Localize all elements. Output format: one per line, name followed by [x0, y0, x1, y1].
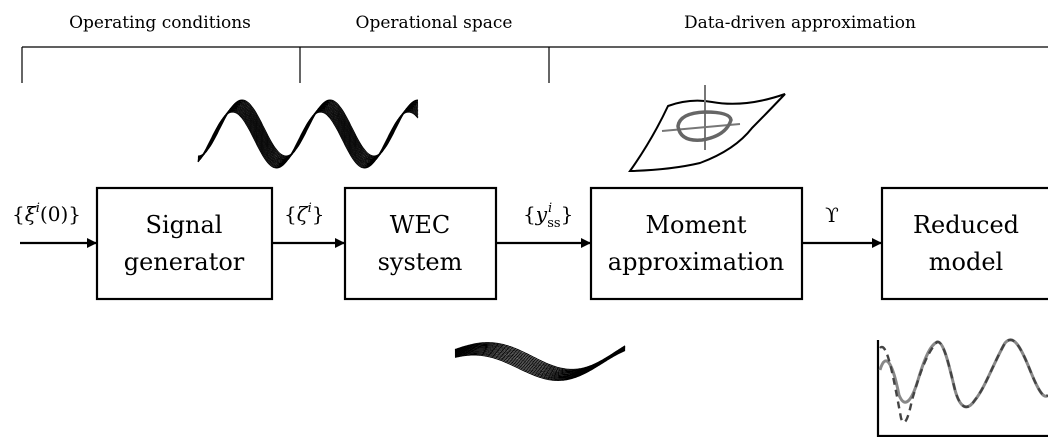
steady-state-output-wave-illustration [454, 342, 626, 382]
wec-system-label-line2: system [378, 248, 463, 276]
wave-line [197, 108, 419, 166]
wave-line [197, 107, 419, 165]
wave-line [197, 106, 419, 164]
signal-generator-label-line1: Signal [146, 211, 223, 239]
signal-family-wave-illustration [197, 99, 419, 169]
wec-system-block: WEC system [343, 186, 498, 301]
header-operating-conditions: Operating conditions [69, 13, 251, 33]
moment-approximation-label-line2: approximation [608, 248, 784, 276]
reduced-model-block: Reduced model [880, 186, 1048, 301]
wave-line [197, 110, 419, 168]
wave-line [197, 109, 419, 167]
wave-line [197, 105, 419, 163]
wec-system-label-line1: WEC [390, 211, 451, 239]
reduced-model-response-plot [876, 338, 1048, 437]
header-bracket [21, 46, 1048, 83]
wave-line [197, 111, 419, 169]
wave-line [197, 109, 419, 167]
moment-approximation-block: Moment approximation [589, 186, 804, 301]
signal-zeta-label: {ζi} [284, 201, 324, 226]
manifold-surface-illustration [628, 85, 786, 173]
wave-line [197, 104, 419, 162]
signal-upsilon-label: ϒ [825, 203, 839, 227]
moment-approximation-label-line1: Moment [645, 211, 746, 239]
wave-line [454, 350, 626, 382]
wave-line [197, 105, 419, 163]
signal-generator-block: Signal generator [95, 186, 274, 301]
reduced-model-label-line2: model [929, 248, 1003, 276]
header-operational-space: Operational space [356, 13, 513, 33]
header-data-driven-approximation: Data-driven approximation [684, 13, 916, 33]
reduced-model-label-line1: Reduced [913, 211, 1019, 239]
signal-generator-label-line2: generator [124, 248, 245, 276]
signal-initial-conditions-label: {ξi(0)} [12, 201, 81, 226]
